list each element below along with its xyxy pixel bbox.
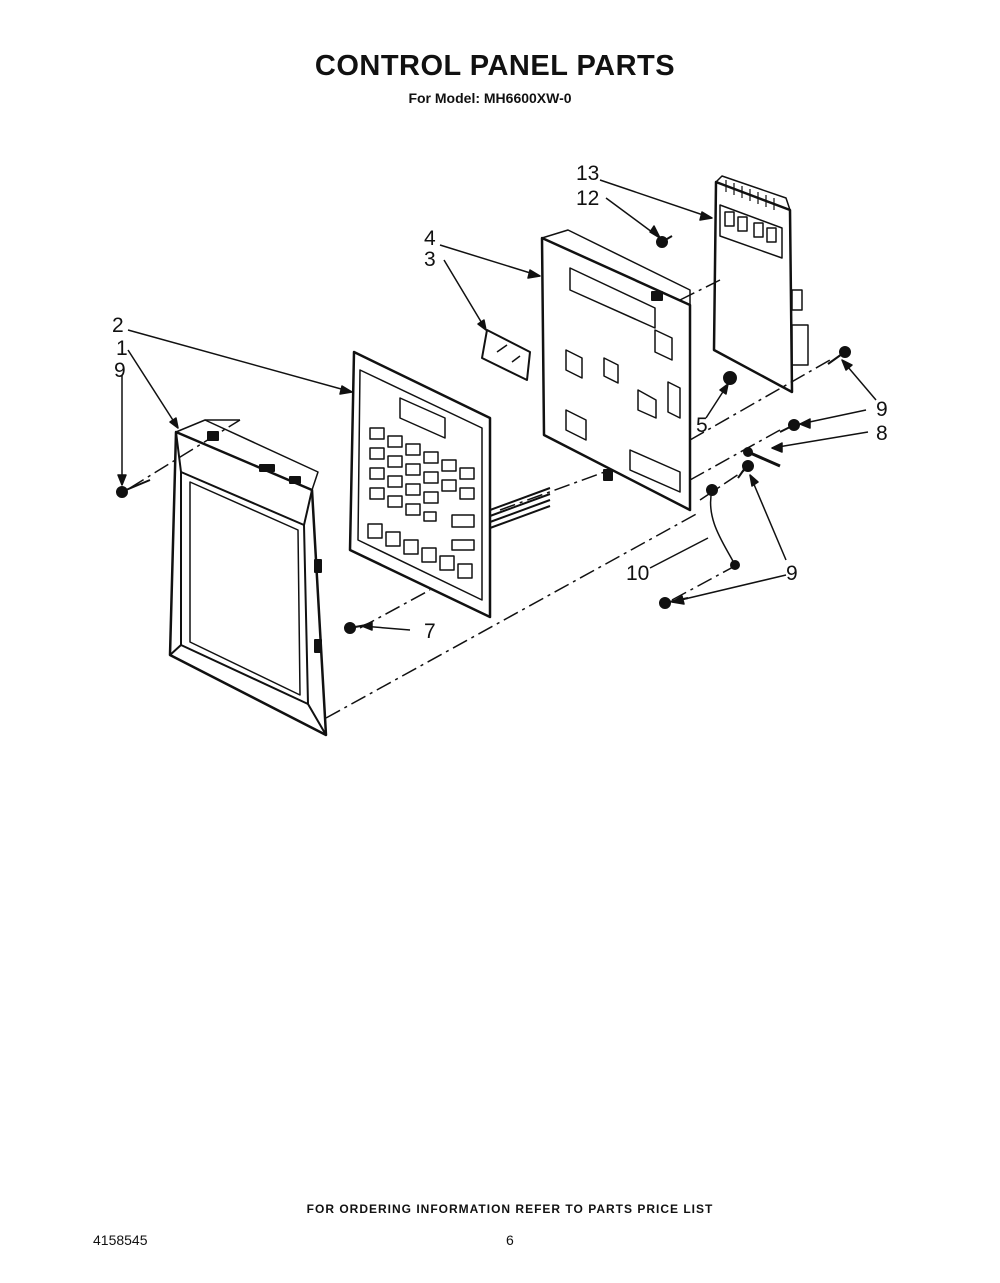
screw-12 <box>656 235 673 248</box>
callout-7: 7 <box>424 620 436 643</box>
keypad-membrane-part <box>348 350 551 619</box>
wire-10 <box>706 484 740 570</box>
callout-1: 1 <box>116 337 128 360</box>
callout-10: 10 <box>626 562 649 585</box>
model-subtitle: For Model: MH6600XW-0 <box>408 90 572 106</box>
assembly-lines <box>129 279 831 719</box>
callout-numbers: 2 1 9 4 3 13 12 5 9 8 9 10 7 <box>112 162 888 643</box>
ordering-note: FOR ORDERING INFORMATION REFER TO PARTS … <box>306 1202 714 1216</box>
screw-9-left <box>116 479 151 498</box>
callout-9-left: 9 <box>114 359 126 382</box>
screw-9-lower <box>737 460 754 479</box>
callout-13: 13 <box>576 162 599 185</box>
leader-lines <box>117 179 877 631</box>
keypad-buttons <box>367 427 475 579</box>
screw-9-right-top <box>827 346 851 365</box>
callout-12: 12 <box>576 187 599 210</box>
callout-3: 3 <box>424 248 436 271</box>
nut-5 <box>723 371 737 385</box>
display-digits <box>724 211 777 243</box>
page-number: 6 <box>506 1232 514 1248</box>
callout-9-lower: 9 <box>786 562 798 585</box>
callout-8: 8 <box>876 422 888 445</box>
frame-part <box>168 419 328 737</box>
fasteners <box>116 235 851 634</box>
pin-8 <box>743 447 781 468</box>
callout-9-right: 9 <box>876 398 888 421</box>
callout-4: 4 <box>424 227 436 250</box>
screw-9-right-mid <box>779 419 800 433</box>
chassis-bracket-part <box>540 229 692 512</box>
callout-2: 2 <box>112 314 124 337</box>
callout-5: 5 <box>696 414 708 437</box>
document-number: 4158545 <box>93 1232 148 1248</box>
display-board-part <box>712 175 809 394</box>
label-part <box>481 329 531 381</box>
page-title: CONTROL PANEL PARTS <box>314 50 676 82</box>
